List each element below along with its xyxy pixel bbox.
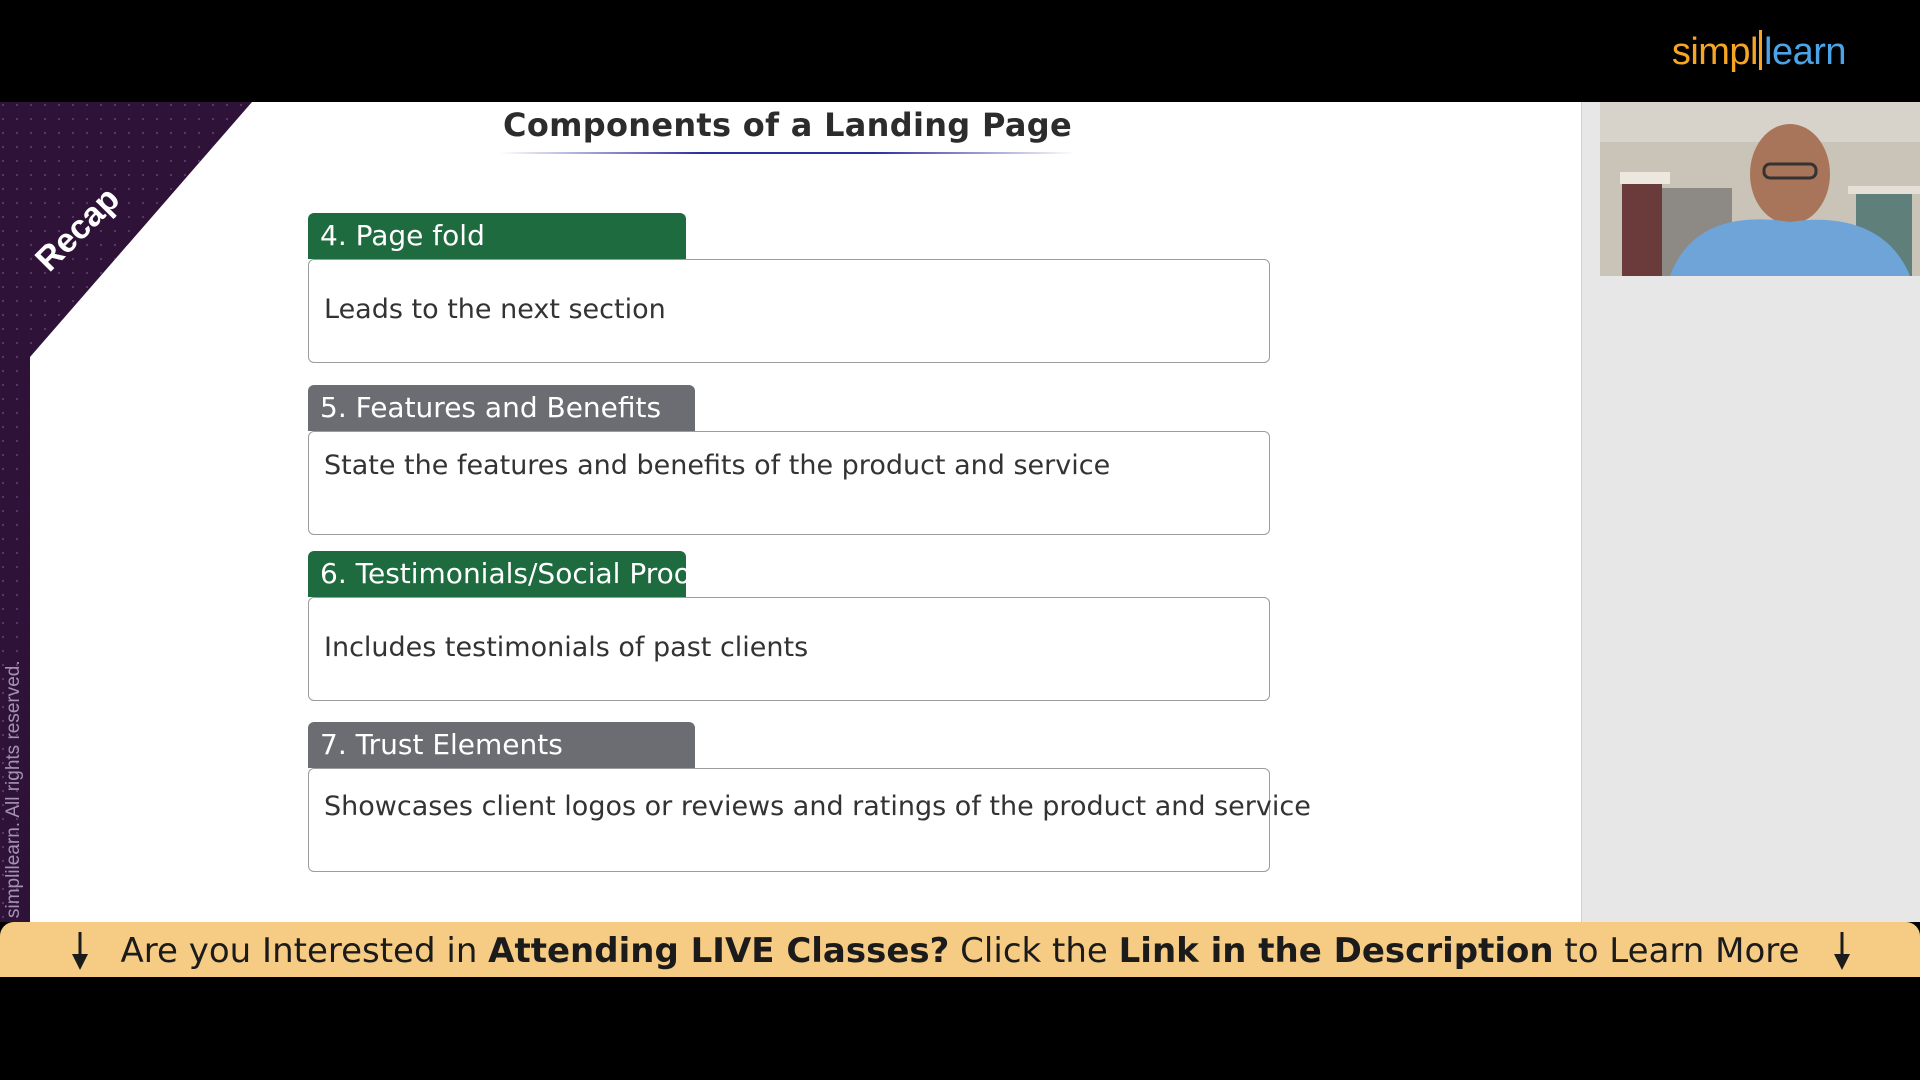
presentation-slide: Recap simplilearn. All rights reserved. … xyxy=(0,102,1581,922)
copyright-text: simplilearn. All rights reserved. xyxy=(3,660,24,918)
bottom-bar xyxy=(0,977,1920,1080)
promo-text: to Learn More xyxy=(1553,931,1800,971)
component-heading: 6. Testimonials/Social Proof xyxy=(308,551,701,597)
component-item-features: 5. Features and Benefits State the featu… xyxy=(308,385,1270,535)
logo-divider xyxy=(1759,30,1762,70)
slide-title: Components of a Landing Page xyxy=(503,106,1072,144)
logo-text-part1: simpl xyxy=(1671,31,1759,73)
component-heading: 4. Page fold xyxy=(308,213,686,259)
promo-text-bold: Attending LIVE Classes? xyxy=(488,931,950,971)
promo-text: Click the xyxy=(949,931,1119,971)
promo-text: Are you Interested in xyxy=(120,931,489,971)
component-description: State the features and benefits of the p… xyxy=(324,450,1111,481)
promo-message[interactable]: Are you Interested in Attending LIVE Cla… xyxy=(0,922,1920,980)
arrow-down-icon xyxy=(72,932,88,970)
component-item-trust: 7. Trust Elements Showcases client logos… xyxy=(308,722,1311,872)
arrow-down-icon xyxy=(1834,932,1850,970)
component-heading: 7. Trust Elements xyxy=(308,722,695,768)
component-description: Leads to the next section xyxy=(324,294,666,325)
component-description-box: Showcases client logos or reviews and ra… xyxy=(308,768,1311,872)
component-description-box: State the features and benefits of the p… xyxy=(308,431,1270,535)
component-description-box: Includes testimonials of past clients xyxy=(308,597,1270,701)
component-item-page-fold: 4. Page fold Leads to the next section xyxy=(308,213,1270,363)
promo-banner[interactable]: Are you Interested in Attending LIVE Cla… xyxy=(0,922,1920,977)
webcam-video xyxy=(1600,102,1920,276)
component-description-box: Leads to the next section xyxy=(308,259,1270,363)
component-heading: 5. Features and Benefits xyxy=(308,385,695,431)
title-underline xyxy=(500,152,1075,154)
logo-text-part2: learn xyxy=(1764,31,1847,73)
component-description: Includes testimonials of past clients xyxy=(324,632,809,663)
component-item-testimonials: 6. Testimonials/Social Proof Includes te… xyxy=(308,551,1270,701)
promo-link-text[interactable]: Link in the Description xyxy=(1118,931,1554,971)
recap-ribbon xyxy=(0,102,252,922)
component-description: Showcases client logos or reviews and ra… xyxy=(324,791,1311,822)
